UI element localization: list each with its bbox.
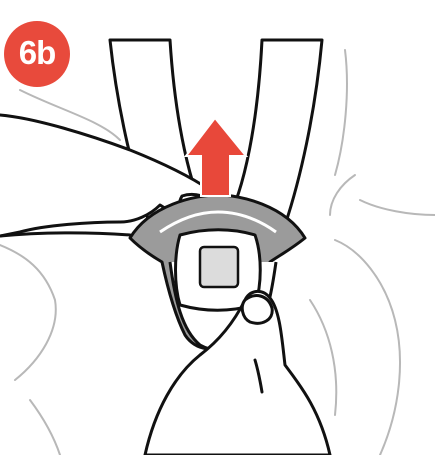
step-badge: 6b	[4, 21, 70, 87]
step-label: 6b	[19, 34, 56, 72]
right-hand	[145, 291, 330, 455]
